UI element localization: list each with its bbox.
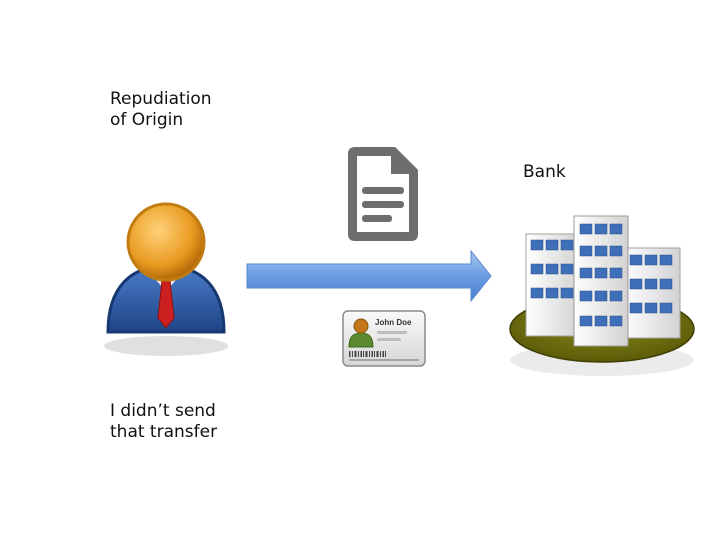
- heading-line-1: Repudiation: [110, 89, 212, 109]
- bank-building-icon: [504, 212, 700, 382]
- bank-label: Bank: [523, 162, 566, 182]
- id-card-name: John Doe: [375, 318, 412, 327]
- quote-line-2: that transfer: [110, 422, 218, 442]
- slide-heading: Repudiation of Origin: [110, 89, 212, 131]
- document-icon: [345, 144, 421, 244]
- user-icon: [100, 200, 235, 360]
- id-card-icon: John Doe: [341, 309, 427, 369]
- arrow-right-icon: [244, 248, 494, 304]
- repudiation-quote: I didn’t send that transfer: [110, 401, 217, 443]
- heading-line-2: of Origin: [110, 110, 184, 130]
- quote-line-1: I didn’t send: [110, 401, 216, 421]
